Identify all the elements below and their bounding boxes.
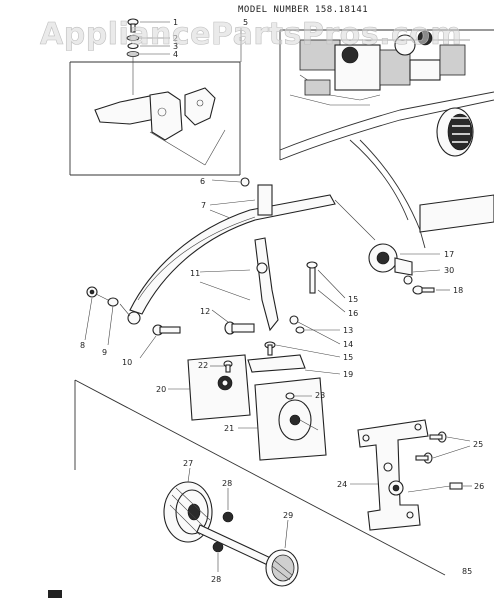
presser-bracket-icon [94, 87, 216, 141]
callout-6: 6 [200, 177, 205, 186]
retaining-clip-icon [240, 177, 250, 187]
machine-cutaway-view [279, 29, 494, 249]
callout-27: 27 [183, 459, 193, 468]
screw-icon [412, 285, 435, 295]
shoulder-screw-icon [224, 321, 255, 335]
feed-cam-gear-icon [368, 243, 413, 276]
page-code: 85 [462, 567, 472, 576]
callout-20: 20 [156, 385, 166, 394]
watermark-text: AppliancePartsPros.com [40, 17, 462, 52]
hook-drive-shaft-icon [196, 524, 299, 587]
bolt-icon [152, 324, 181, 336]
callout-15-lower: 15 [343, 353, 353, 362]
callout-14: 14 [343, 340, 353, 349]
callout-16: 16 [348, 309, 358, 318]
model-number-label: MODEL NUMBER 158.18141 [238, 5, 368, 15]
callout-17: 17 [444, 250, 454, 259]
inset-presser-assembly [69, 18, 241, 176]
presser-lever-icon [254, 237, 279, 332]
callout-24: 24 [337, 480, 347, 489]
mounting-plate-20-icon [187, 354, 251, 421]
callout-19: 19 [343, 370, 353, 379]
callout-3: 3 [173, 42, 178, 51]
screw-28-upper-icon [222, 511, 234, 523]
callout-13: 13 [343, 326, 353, 335]
callout-28-upper: 28 [222, 479, 232, 488]
callout-15-upper: 15 [348, 295, 358, 304]
thread-guide-plate-icon [247, 341, 306, 373]
callout-21: 21 [224, 424, 234, 433]
callout-8: 8 [80, 341, 85, 350]
callout-25: 25 [473, 440, 483, 449]
callout-10: 10 [122, 358, 132, 367]
screw-stack-icon [126, 18, 140, 95]
callout-26: 26 [474, 482, 484, 491]
handwheel-knob-icon [436, 107, 474, 157]
feed-bracket-assembly-icon [357, 419, 429, 531]
scan-mark [48, 590, 62, 598]
feed-lever-icon [127, 184, 336, 325]
callout-2: 2 [173, 34, 178, 43]
callout-22: 22 [198, 361, 208, 370]
callout-23: 23 [315, 391, 325, 400]
callout-28-lower: 28 [211, 575, 221, 584]
mounting-plate-21-icon [254, 377, 327, 461]
mechanism-cluster-icon [289, 30, 470, 106]
washer-icon [403, 275, 413, 285]
screws-25-icon [415, 431, 447, 464]
pin-icon [306, 261, 318, 294]
callout-4: 4 [173, 50, 178, 59]
callout-7: 7 [201, 201, 206, 210]
callout-12: 12 [200, 307, 210, 316]
callout-11: 11 [190, 269, 200, 278]
set-screw-icon [289, 315, 305, 334]
callout-5: 5 [243, 18, 248, 27]
nut-icon [86, 286, 98, 298]
callout-1: 1 [173, 18, 178, 27]
callout-18: 18 [453, 286, 463, 295]
callout-9: 9 [102, 348, 107, 357]
washer-icon-left [107, 297, 119, 307]
set-screw-26-icon [449, 482, 463, 490]
callout-29: 29 [283, 511, 293, 520]
callout-30: 30 [444, 266, 454, 275]
